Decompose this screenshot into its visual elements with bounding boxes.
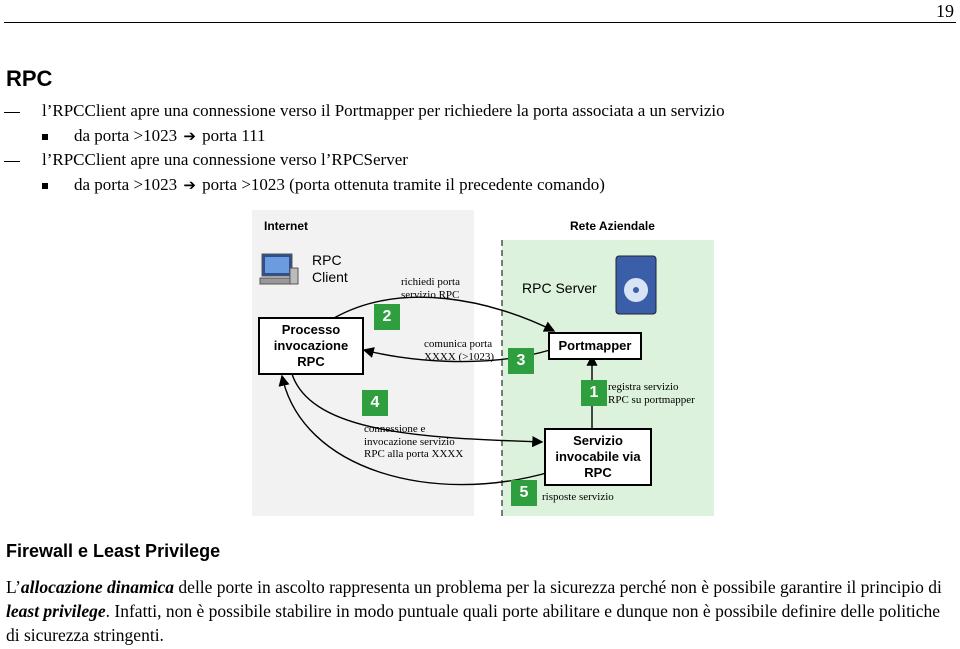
step-badge: 1: [581, 380, 607, 406]
rpc-client-label: RPC Client: [312, 252, 348, 285]
subitem-to: porta 111: [202, 126, 266, 145]
note-comunica: comunica porta XXXX (>1023): [424, 338, 495, 363]
para-end: . Infatti, non è possibile stabilire in …: [6, 601, 941, 645]
note-registra: registra servizio RPC su portmapper: [608, 381, 695, 406]
subitem-from: da porta >1023: [74, 175, 178, 194]
note-risposte: risposte servizio: [542, 491, 614, 503]
list-subitem: da porta >1023 ➔ porta >1023 (porta otte…: [74, 175, 605, 195]
list-subitem: da porta >1023 ➔ porta 111: [74, 126, 266, 146]
step-badge: 3: [508, 348, 534, 374]
section-title-firewall: Firewall e Least Privilege: [6, 541, 221, 561]
square-bullet: [42, 134, 48, 140]
servizio-box: Servizio invocabile via RPC: [544, 428, 652, 486]
para-emphasis-allocazione: allocazione dinamica: [20, 577, 175, 597]
para-emphasis-least-privilege: least privilege: [6, 601, 106, 621]
square-bullet: [42, 183, 48, 189]
note-richiedi: richiedi porta servizio RPC: [401, 276, 460, 301]
para-middle: delle porte in ascolto rappresenta un pr…: [174, 577, 942, 597]
diagram-arrows: [259, 240, 657, 516]
list-item: l’RPCClient apre una connessione verso l…: [42, 150, 408, 169]
arrow-right-icon: ➔: [183, 127, 196, 145]
computer-icon: [259, 253, 299, 285]
step-badge: 2: [374, 304, 400, 330]
dash-bullet: [4, 112, 20, 113]
note-connessione: connessione e invocazione servizio RPC a…: [364, 423, 464, 460]
page-number: 19: [936, 1, 954, 21]
arrow-right-icon: ➔: [183, 176, 196, 194]
step-badge: 5: [511, 480, 537, 506]
rete-aziendale-label: Rete Aziendale: [570, 219, 655, 233]
section-title-rpc: RPC: [6, 66, 53, 91]
subitem-from: da porta >1023: [74, 126, 178, 145]
dash-bullet: [4, 161, 20, 162]
portmapper-box: Portmapper: [548, 332, 642, 360]
para-start: L’: [6, 577, 21, 597]
processo-invocazione-box: Processo invocazione RPC: [258, 317, 364, 375]
rpc-diagram: Internet Rete Aziendale: [252, 210, 714, 516]
list-item: l’RPCClient apre una connessione verso i…: [42, 101, 725, 120]
step-badge: 4: [362, 390, 388, 416]
internet-label: Internet: [264, 219, 309, 233]
subitem-to: porta >1023 (porta ottenuta tramite il p…: [202, 175, 605, 194]
rpc-server-label: RPC Server: [522, 280, 597, 296]
firewall-paragraph: L’allocazione dinamica delle porte in as…: [6, 575, 956, 647]
header-rule: [4, 22, 956, 23]
server-icon: [615, 255, 657, 315]
